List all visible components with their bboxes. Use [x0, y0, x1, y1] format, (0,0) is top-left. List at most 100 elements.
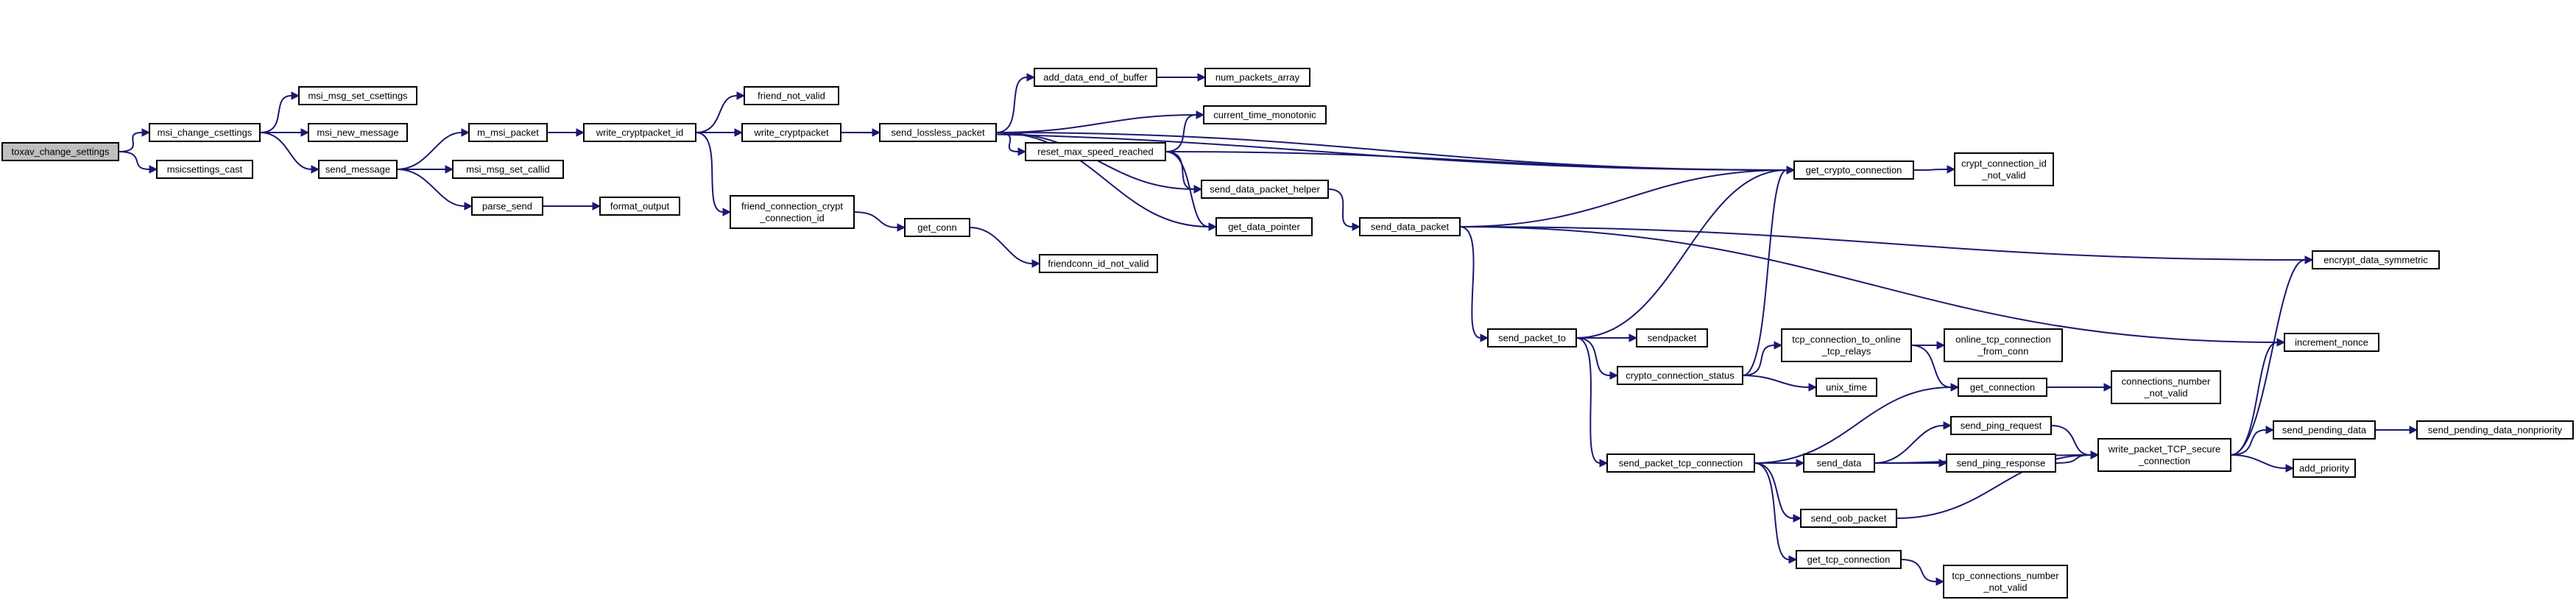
node-msi-change-csettings[interactable]: msi_change_csettings [149, 123, 261, 142]
node-format-output[interactable]: format_output [599, 197, 680, 216]
node-parse-send[interactable]: parse_send [471, 197, 543, 216]
node-send-data-packet-helper[interactable]: send_data_packet_helper [1201, 180, 1329, 199]
node-send-data-packet[interactable]: send_data_packet [1359, 217, 1461, 236]
node-label: msi_msg_set_csettings [308, 91, 408, 102]
node-box [156, 160, 253, 179]
arrowhead-icon [2285, 464, 2295, 473]
node-label: send_packet_tcp_connection [1619, 458, 1743, 469]
node-friend-not-valid[interactable]: friend_not_valid [744, 86, 839, 105]
node-unix-time[interactable]: unix_time [1815, 378, 1877, 397]
node-write-cryptpacket-id[interactable]: write_cryptpacket_id [583, 123, 696, 142]
node-toxav-change-settings[interactable]: toxav_change_settings [1, 142, 119, 161]
node-box [1, 142, 119, 161]
node-msi-msg-set-csettings[interactable]: msi_msg_set_csettings [298, 86, 417, 105]
arrowhead-icon [2265, 426, 2275, 434]
node-send-packet-tcp-connection[interactable]: send_packet_tcp_connection [1606, 453, 1755, 473]
node-box [308, 123, 408, 142]
node-box [1781, 328, 1912, 362]
node-connections-number-not-valid[interactable]: connections_number_not_valid [2111, 370, 2221, 404]
node-tcp-connection-to-online-tcp-relays[interactable]: tcp_connection_to_online_tcp_relays [1781, 328, 1912, 362]
arrowhead-icon [1609, 371, 1619, 380]
node-friendconn-id-not-valid[interactable]: friendconn_id_not_valid [1039, 254, 1158, 273]
edge-reset-max-speed-reached-to-get-data-pointer [1165, 151, 1218, 231]
edge-line [1900, 559, 1937, 582]
node-encrypt-data-symmetric[interactable]: encrypt_data_symmetric [2312, 250, 2440, 269]
edge-line [995, 114, 1197, 133]
node-box [1606, 453, 1755, 473]
node-label: num_packets_array [1215, 72, 1300, 83]
node-get-conn[interactable]: get_conn [904, 218, 970, 237]
node-label: send_lossless_packet [891, 127, 985, 138]
node-get-connection[interactable]: get_connection [1958, 378, 2047, 397]
node-current-time-monotonic[interactable]: current_time_monotonic [1203, 105, 1327, 124]
node-box [1025, 142, 1166, 161]
node-online-tcp-connection-from-conn[interactable]: online_tcp_connection_from_conn [1944, 328, 2063, 362]
edges-layer [118, 73, 2418, 586]
node-label: online_tcp_connection [1955, 334, 2050, 345]
node-msi-msg-set-callid[interactable]: msi_msg_set_callid [452, 160, 564, 179]
edge-toxav-change-settings-to-msi-change-csettings [118, 128, 151, 152]
node-get-data-pointer[interactable]: get_data_pointer [1215, 217, 1313, 236]
arrowhead-icon [1774, 341, 1783, 350]
node-write-packet-tcp-secure-connection[interactable]: write_packet_TCP_secure_connection [2097, 438, 2231, 472]
node-label: _from_conn [1977, 346, 2029, 357]
edge-line [1913, 169, 1948, 171]
node-label: send_ping_request [1961, 420, 2042, 431]
edge-line [1165, 151, 1195, 190]
node-reset-max-speed-reached[interactable]: reset_max_speed_reached [1025, 142, 1166, 161]
node-increment-nonce[interactable]: increment_nonce [2284, 333, 2379, 352]
node-get-tcp-connection[interactable]: get_tcp_connection [1796, 550, 1902, 569]
edge-get-crypto-connection-to-crypt-connection-id-not-valid [1913, 165, 1956, 174]
arrowhead-icon [1193, 185, 1203, 194]
edge-line [1459, 226, 2278, 343]
edge-send-message-to-msi-msg-set-callid [396, 165, 454, 174]
edge-line [1910, 345, 1952, 388]
node-send-data[interactable]: send_data [1803, 453, 1875, 473]
node-write-cryptpacket[interactable]: write_cryptpacket [741, 123, 841, 142]
node-sendpacket[interactable]: sendpacket [1636, 328, 1708, 347]
node-crypto-connection-status[interactable]: crypto_connection_status [1617, 366, 1743, 385]
node-add-data-end-of-buffer[interactable]: add_data_end_of_buffer [1034, 68, 1157, 87]
node-send-pending-data-nonpriority[interactable]: send_pending_data_nonpriority [2416, 420, 2574, 440]
node-add-priority[interactable]: add_priority [2293, 459, 2356, 478]
node-send-ping-response[interactable]: send_ping_response [1946, 453, 2056, 473]
edge-msi-change-csettings-to-msi-msg-set-csettings [259, 91, 300, 133]
node-box [1039, 254, 1158, 273]
arrowhead-icon [897, 223, 906, 232]
node-box [1487, 328, 1577, 347]
arrowhead-icon [1786, 166, 1796, 174]
arrowhead-icon [2103, 383, 2113, 392]
node-label: send_message [325, 164, 390, 175]
node-m-msi-packet[interactable]: m_msi_packet [468, 123, 548, 142]
node-send-oob-packet[interactable]: send_oob_packet [1800, 509, 1897, 528]
node-send-lossless-packet[interactable]: send_lossless_packet [879, 123, 997, 142]
node-send-ping-request[interactable]: send_ping_request [1950, 416, 2052, 435]
node-box [298, 86, 417, 105]
node-friend-connection-crypt-connection-id[interactable]: friend_connection_crypt_connection_id [730, 195, 855, 229]
edge-send-data-packet-to-increment-nonce [1459, 226, 2286, 347]
node-send-message[interactable]: send_message [318, 160, 398, 179]
node-tcp-connections-number-not-valid[interactable]: tcp_connections_number_not_valid [1943, 565, 2068, 599]
node-send-pending-data[interactable]: send_pending_data [2273, 420, 2376, 440]
node-get-crypto-connection[interactable]: get_crypto_connection [1793, 160, 1914, 180]
node-label: send_packet_to [1498, 333, 1566, 344]
node-msi-new-message[interactable]: msi_new_message [308, 123, 408, 142]
arrowhead-icon [1793, 514, 1802, 523]
node-label: add_data_end_of_buffer [1043, 72, 1148, 83]
edge-send-pending-data-to-send-pending-data-nonpriority [2375, 426, 2418, 434]
edge-line [695, 95, 738, 133]
node-msicsettings-cast[interactable]: msicsettings_cast [156, 160, 253, 179]
node-num-packets-array[interactable]: num_packets_array [1204, 68, 1310, 87]
edge-line [853, 211, 898, 228]
node-crypt-connection-id-not-valid[interactable]: crypt_connection_id_not_valid [1954, 152, 2054, 186]
node-label: msicsettings_cast [167, 164, 243, 175]
edge-send-oob-packet-to-write-packet-tcp-secure-connection [1896, 451, 2100, 519]
edge-msi-change-csettings-to-msi-new-message [260, 128, 310, 137]
node-box [2416, 420, 2574, 440]
edge-send-packet-to-to-crypto-connection-status [1575, 337, 1619, 380]
edge-line [995, 77, 1028, 133]
node-box [1034, 68, 1157, 87]
arrowhead-icon [1480, 333, 1489, 342]
edge-crypto-connection-status-to-unix-time [1742, 375, 1818, 392]
node-send-packet-to[interactable]: send_packet_to [1487, 328, 1577, 347]
